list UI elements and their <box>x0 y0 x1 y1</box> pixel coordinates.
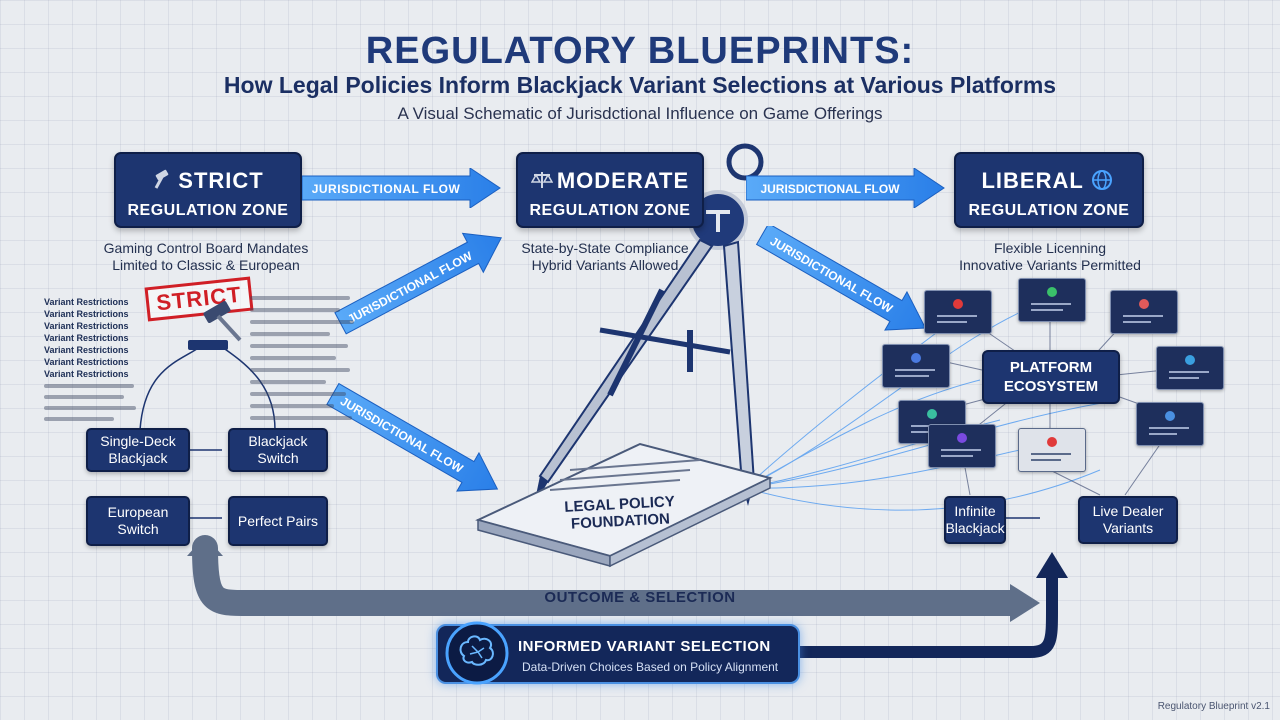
outcome-loop-arrow <box>187 535 1040 622</box>
platform-card <box>1018 278 1086 322</box>
outcome-selection-label: OUTCOME & SELECTION <box>544 589 736 606</box>
moderate-zone-desc: State-by-State Compliance Hybrid Variant… <box>500 240 710 274</box>
variant-infinite-blackjack: Infinite Blackjack <box>944 496 1006 544</box>
moderate-desc-line2: Hybrid Variants Allowed <box>531 257 679 273</box>
liberal-desc-line1: Flexible Licenning <box>993 240 1107 256</box>
strict-zone-box: STRICT REGULATION ZONE <box>114 152 302 228</box>
flow-label-top-left: JURISDICTIONAL FLOW <box>312 182 461 196</box>
restriction-line: Variant Restrictions <box>44 333 129 343</box>
restriction-line: Variant Restrictions <box>44 345 129 355</box>
variant-single-deck-blackjack: Single-Deck Blackjack <box>86 428 190 472</box>
scales-icon <box>530 172 553 188</box>
strict-desc-line1: Gaming Control Board Mandates <box>103 240 309 256</box>
liberal-zone-title: LIBERAL <box>981 168 1084 193</box>
platform-card <box>1136 402 1204 446</box>
strict-desc-line2: Limited to Classic & European <box>112 257 300 273</box>
liberal-zone-subtitle: REGULATION ZONE <box>968 202 1130 219</box>
restriction-line: Variant Restrictions <box>44 309 129 319</box>
platform-card <box>1018 428 1086 472</box>
platform-ecosystem-box: PLATFORM ECOSYSTEM <box>982 350 1120 404</box>
moderate-zone-box: MODERATE REGULATION ZONE <box>516 152 704 228</box>
globe-icon <box>1091 170 1112 190</box>
platform-card <box>1110 290 1178 334</box>
platform-card <box>928 424 996 468</box>
selection-return-arrow <box>796 552 1068 658</box>
liberal-zone-box: LIBERAL REGULATION ZONE <box>954 152 1144 228</box>
moderate-zone-title: MODERATE <box>556 168 690 193</box>
liberal-zone-desc: Flexible Licenning Innovative Variants P… <box>940 240 1160 274</box>
flow-arrow-mid-left: JURISDICTIONAL FLOW <box>334 232 503 335</box>
brain-icon <box>445 621 509 685</box>
flow-label-top-right: JURISDICTIONAL FLOW <box>760 182 900 196</box>
variant-perfect-pairs: Perfect Pairs <box>228 496 328 546</box>
variant-restrictions-text: Variant Restrictions Variant Restriction… <box>44 296 154 380</box>
restriction-line: Variant Restrictions <box>44 297 129 307</box>
restriction-line: Variant Restrictions <box>44 357 129 367</box>
flow-arrow-top-right: JURISDICTIONAL FLOW <box>746 168 945 208</box>
variant-blackjack-switch: Blackjack Switch <box>228 428 328 472</box>
document-scribble-lines <box>44 384 344 428</box>
informed-selection-subtitle: Data-Driven Choices Based on Policy Alig… <box>522 660 779 674</box>
flow-arrow-mid-right: JURISDICTIONAL FLOW <box>755 226 927 331</box>
flow-arrow-low-left: JURISDICTIONAL FLOW <box>326 382 499 492</box>
liberal-desc-line2: Innovative Variants Permitted <box>959 257 1141 273</box>
page-subtitle: How Legal Policies Inform Blackjack Vari… <box>223 72 1057 98</box>
platform-card <box>882 344 950 388</box>
foundation-plinth <box>475 442 773 568</box>
platform-card <box>924 290 992 334</box>
informed-variant-selection-box: INFORMED VARIANT SELECTION Data-Driven C… <box>436 621 800 685</box>
variant-live-dealer: Live Dealer Variants <box>1078 496 1178 544</box>
restriction-line: Variant Restrictions <box>44 369 129 379</box>
flow-arrow-top-left: JURISDICTIONAL FLOW <box>302 168 501 208</box>
liberal-zone-title-row: LIBERAL <box>956 168 1142 194</box>
page-title: REGULATORY BLUEPRINTS: <box>365 30 915 72</box>
moderate-desc-line1: State-by-State Compliance <box>521 240 689 256</box>
document-scribble-lines-right <box>250 296 360 428</box>
gavel-icon <box>154 169 169 189</box>
flow-label-mid-left: JURISDICTIONAL FLOW <box>345 248 475 326</box>
restriction-line: Variant Restrictions <box>44 321 129 331</box>
variant-european-switch: European Switch <box>86 496 190 546</box>
strict-zone-title: STRICT <box>178 168 264 193</box>
flow-label-mid-right: JURISDICTIONAL FLOW <box>768 234 896 316</box>
moderate-zone-subtitle: REGULATION ZONE <box>529 202 691 219</box>
page-tagline: A Visual Schematic of Jurisdctional Infl… <box>397 104 883 123</box>
moderate-zone-title-row: MODERATE <box>518 168 702 194</box>
informed-selection-title: INFORMED VARIANT SELECTION <box>518 638 771 655</box>
strict-gavel-icon <box>188 301 242 350</box>
strict-zone-desc: Gaming Control Board Mandates Limited to… <box>90 240 322 274</box>
platform-card <box>1156 346 1224 390</box>
strict-zone-title-row: STRICT <box>116 168 300 194</box>
strict-zone-subtitle: REGULATION ZONE <box>127 202 289 219</box>
version-footer: Regulatory Blueprint v2.1 <box>1157 701 1270 712</box>
